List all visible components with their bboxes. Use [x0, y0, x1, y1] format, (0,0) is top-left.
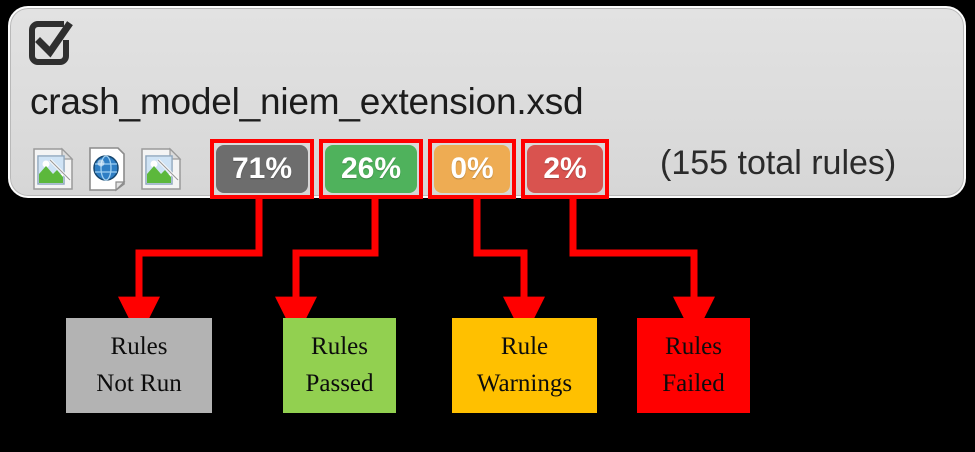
- arrow-to-rules-passed: [275, 198, 379, 339]
- legend-rules-failed: Rules Failed: [637, 318, 750, 413]
- badge-rules-not-run[interactable]: 71%: [216, 145, 308, 193]
- legend-line-2: Warnings: [476, 369, 573, 397]
- validation-summary-panel: crash_model_niem_extension.xsd: [8, 6, 966, 199]
- badge-highlight-rules-passed: 26%: [319, 139, 423, 199]
- legend-line-2: Failed: [662, 369, 725, 397]
- legend-line-2: Not Run: [96, 369, 182, 397]
- broken-image-icon[interactable]: [26, 144, 78, 194]
- badge-rules-failed[interactable]: 2%: [527, 145, 603, 193]
- rule-percentage-badges: 71% 26% 0% 2%: [210, 139, 609, 199]
- badge-rule-warnings[interactable]: 0%: [434, 145, 510, 193]
- file-name-label: crash_model_niem_extension.xsd: [30, 81, 584, 122]
- legend-line-1: Rules: [110, 333, 168, 361]
- checkbox-checked-icon: [28, 20, 74, 66]
- mini-icon-strip: [26, 144, 186, 194]
- badge-highlight-rules-not-run: 71%: [210, 139, 314, 199]
- arrow-to-rule-warnings: [473, 198, 545, 339]
- arrow-to-rules-failed: [569, 198, 715, 339]
- legend-rules-not-run: Rules Not Run: [66, 318, 212, 413]
- legend-line-1: Rules: [311, 333, 368, 361]
- arrow-group: [118, 198, 715, 339]
- legend-line-1: Rules: [665, 333, 722, 361]
- globe-document-icon[interactable]: [80, 144, 132, 194]
- total-rules-label: (155 total rules): [660, 144, 897, 182]
- legend-line-2: Passed: [305, 369, 374, 397]
- legend-line-1: Rule: [500, 333, 549, 361]
- legend-rule-warnings: Rule Warnings: [452, 318, 597, 413]
- broken-image-icon[interactable]: [134, 144, 186, 194]
- arrow-to-rules-not-run: [118, 198, 263, 339]
- badge-rules-passed[interactable]: 26%: [325, 145, 417, 193]
- legend-rules-passed: Rules Passed: [283, 318, 396, 413]
- badge-highlight-rules-failed: 2%: [521, 139, 609, 199]
- badge-highlight-rule-warnings: 0%: [428, 139, 516, 199]
